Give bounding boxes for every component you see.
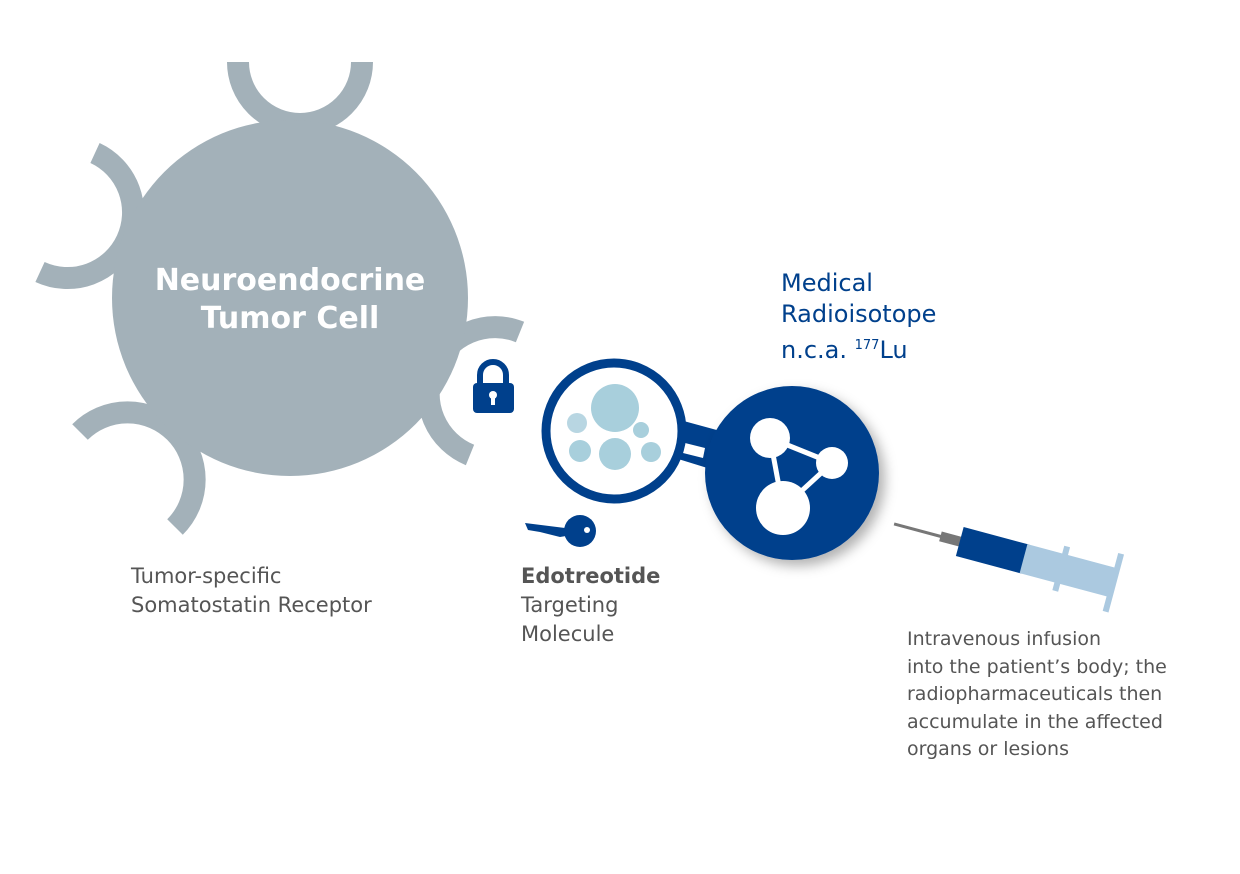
isotope-line2: Radioisotope: [781, 300, 937, 328]
element-symbol: Lu: [879, 336, 908, 364]
tumor-cell: [112, 120, 468, 476]
cell-label: Neuroendocrine Tumor Cell: [154, 263, 426, 336]
infusion-label: Intravenous infusion into the patient’s …: [907, 628, 1167, 760]
lock-icon: [473, 359, 514, 413]
mass-number: 177: [854, 338, 880, 353]
syringe-icon: [893, 522, 1125, 613]
magnifier-icon: [541, 358, 735, 504]
receptor-top: [227, 61, 373, 135]
key-icon: [525, 515, 596, 547]
isotope-line3: n.c.a.: [781, 336, 855, 364]
receptor-label: Tumor-specific Somatostatin Receptor: [131, 564, 372, 617]
isotope-line1: Medical: [781, 269, 873, 297]
molecule-desc: Targeting Molecule: [521, 593, 619, 646]
molecule-name: Edotreotide: [521, 564, 661, 588]
radioisotope-icon: [705, 386, 879, 560]
